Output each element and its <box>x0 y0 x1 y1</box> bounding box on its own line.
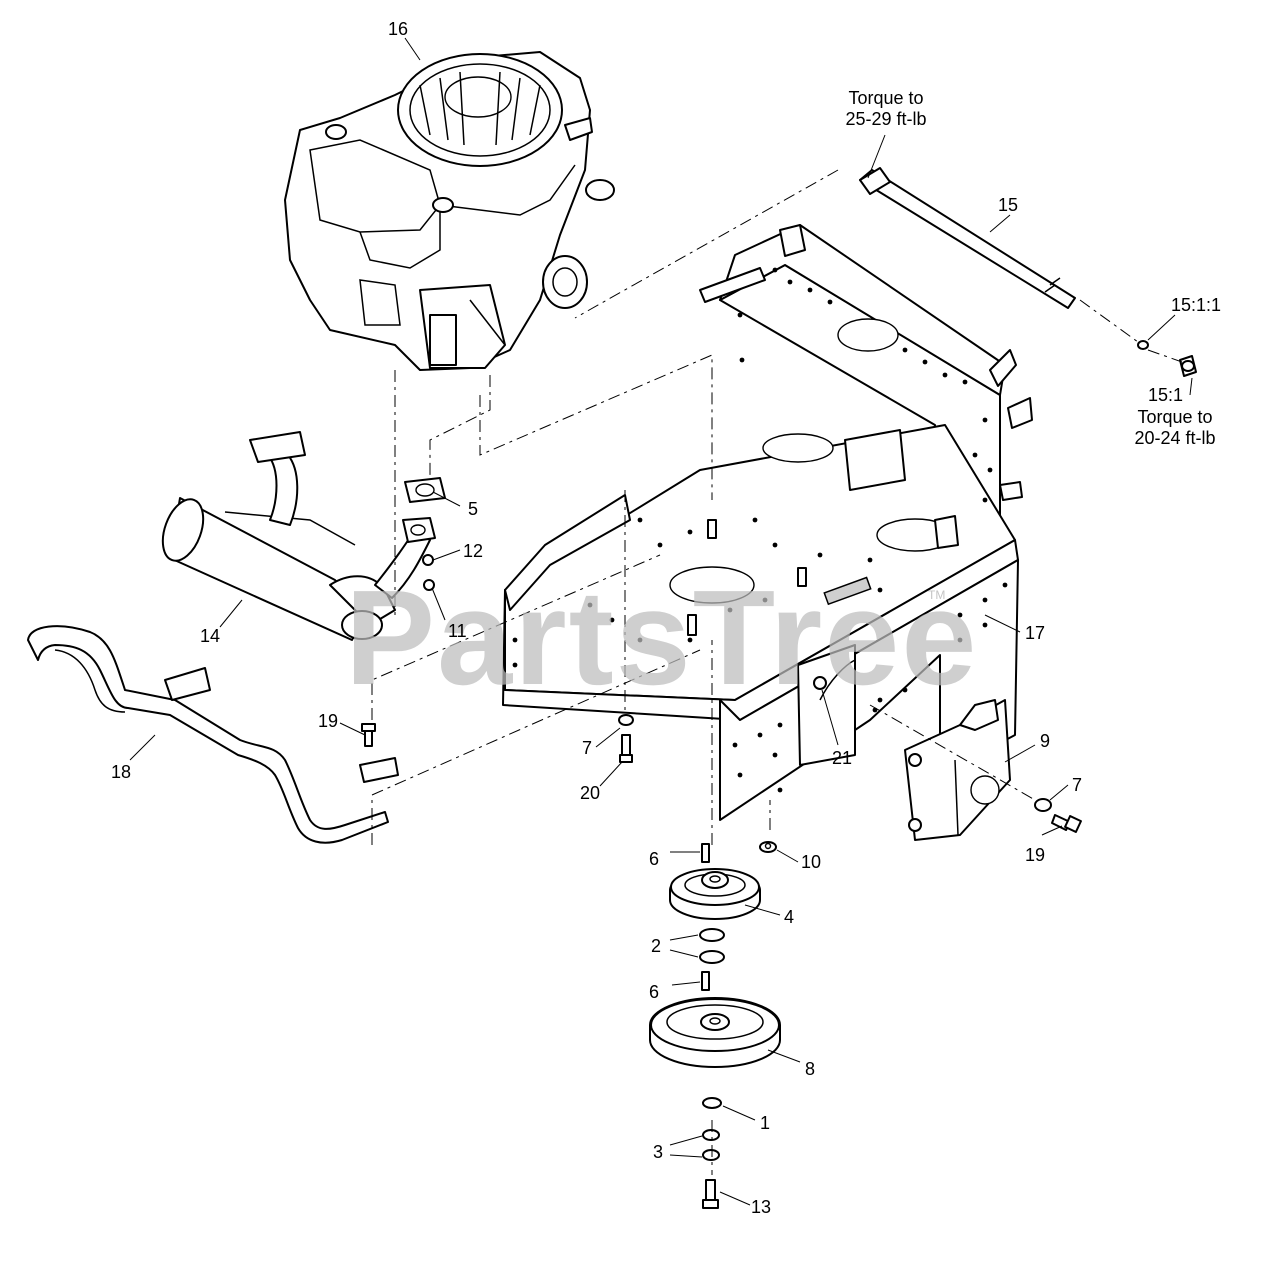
callout-11[interactable]: 11 <box>448 621 467 641</box>
callout-17[interactable]: 17 <box>1025 623 1046 643</box>
bolt-19-left[interactable] <box>361 723 376 747</box>
frame-holes <box>512 267 1008 793</box>
callout-16[interactable]: 16 <box>388 19 409 39</box>
torque-note-top-line1: Torque to <box>848 88 924 108</box>
callout-15[interactable]: 15 <box>998 195 1019 215</box>
pulley-8[interactable] <box>649 997 781 1068</box>
torque-note-right-line2: 20-24 ft-lb <box>1134 428 1216 448</box>
callout-5[interactable]: 5 <box>468 499 479 519</box>
fitting-15-1[interactable] <box>1179 355 1197 377</box>
callout-1[interactable]: 1 <box>760 1113 771 1133</box>
washer-11[interactable] <box>423 579 435 591</box>
spacer-2-upper[interactable] <box>699 928 725 942</box>
callout-19-left[interactable]: 19 <box>318 711 339 731</box>
callout-6-upper[interactable]: 6 <box>649 849 660 869</box>
callout-13[interactable]: 13 <box>751 1197 772 1217</box>
nut-10[interactable] <box>759 841 777 853</box>
watermark-tm: TM <box>928 588 946 602</box>
torque-note-right: Torque to 20-24 ft-lb <box>1115 407 1235 449</box>
callout-12[interactable]: 12 <box>463 541 484 561</box>
torque-note-top-line2: 25-29 ft-lb <box>845 109 927 129</box>
washer-7-left[interactable] <box>618 714 634 726</box>
callout-6-lower[interactable]: 6 <box>649 982 660 1002</box>
torque-note-top: Torque to 25-29 ft-lb <box>826 88 946 130</box>
callout-7-right[interactable]: 7 <box>1072 775 1083 795</box>
callout-8[interactable]: 8 <box>805 1059 816 1079</box>
callout-19-right[interactable]: 19 <box>1025 845 1046 865</box>
callout-3[interactable]: 3 <box>653 1142 664 1162</box>
washer-7-right[interactable] <box>1034 798 1052 812</box>
callout-15-1-1[interactable]: 15:1:1 <box>1171 295 1222 315</box>
washer-3-lower[interactable] <box>702 1149 720 1161</box>
callout-18[interactable]: 18 <box>111 762 132 782</box>
callout-14[interactable]: 14 <box>200 626 221 646</box>
washer-15-1-1[interactable] <box>1137 340 1149 350</box>
muffler-14[interactable] <box>155 431 436 641</box>
washer-1[interactable] <box>702 1097 722 1109</box>
callout-15-1[interactable]: 15:1 <box>1148 385 1184 405</box>
assembly-lines <box>371 169 1183 1175</box>
callout-20[interactable]: 20 <box>580 783 601 803</box>
callout-9[interactable]: 9 <box>1040 731 1051 751</box>
bolt-13[interactable] <box>702 1179 719 1209</box>
engine-16[interactable] <box>284 51 615 371</box>
bolt-19-right[interactable] <box>1051 814 1082 833</box>
bolt-20[interactable] <box>619 734 633 763</box>
washer-3-upper[interactable] <box>702 1129 720 1141</box>
spacer-2-lower[interactable] <box>699 950 725 964</box>
callout-21[interactable]: 21 <box>832 748 853 768</box>
callout-7-left[interactable]: 7 <box>582 738 593 758</box>
pulley-4[interactable] <box>669 868 761 920</box>
key-6-upper[interactable] <box>701 843 710 863</box>
bracket-9[interactable] <box>904 699 1011 841</box>
torque-note-right-line1: Torque to <box>1137 407 1213 427</box>
callout-10[interactable]: 10 <box>801 852 822 872</box>
gasket-5[interactable] <box>404 477 446 503</box>
guard-18[interactable] <box>27 625 399 844</box>
key-6-lower[interactable] <box>701 971 710 991</box>
callout-2[interactable]: 2 <box>651 936 662 956</box>
leader-lines <box>129 37 1193 1206</box>
axle-15[interactable] <box>859 167 1076 309</box>
watermark-logo: PartsTree <box>345 562 979 713</box>
callout-4[interactable]: 4 <box>784 907 795 927</box>
